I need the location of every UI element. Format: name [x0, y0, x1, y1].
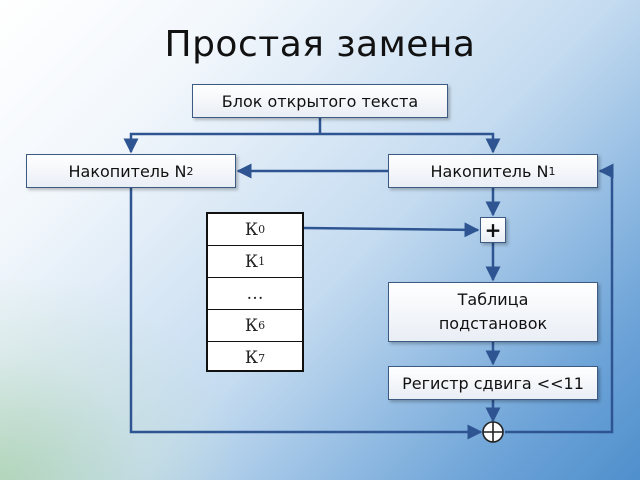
adder-block: + [480, 217, 506, 243]
plaintext-block: Блок открытого текста [192, 84, 448, 118]
shift-register-block: Регистр сдвига <<11 [388, 366, 598, 400]
wire-to-n1 [320, 132, 501, 154]
accumulator-n2-subscript: 2 [186, 164, 194, 178]
adder-symbol: + [484, 218, 502, 242]
key-label: К [244, 315, 259, 336]
wire-n2-to-xor [129, 188, 483, 440]
key-row: … [208, 278, 302, 310]
shift-register-label: Регистр сдвига <<11 [402, 373, 584, 393]
substitution-table-block: Таблица подстановок [388, 282, 598, 342]
key-label: К [244, 251, 259, 272]
key-label: … [246, 283, 264, 304]
xor-icon [482, 421, 504, 443]
key-index: 1 [258, 255, 266, 268]
page-title: Простая замена [164, 24, 476, 65]
key-index: 0 [258, 223, 266, 236]
key-index: 6 [258, 319, 266, 332]
key-index: 7 [258, 351, 266, 365]
key-label: К [244, 219, 259, 240]
accumulator-n2-label: Накопитель N [68, 161, 187, 181]
substitution-table-line2: подстановок [438, 314, 548, 333]
accumulator-n1-label: Накопитель N [430, 161, 549, 181]
wire-xor-to-n1 [505, 163, 614, 434]
plaintext-label: Блок открытого текста [221, 91, 419, 111]
accumulator-n1-subscript: 1 [548, 164, 556, 178]
background-accent [0, 280, 230, 480]
wire-key-to-adder [303, 222, 480, 238]
key-label: К [244, 348, 259, 368]
wire-to-n2 [123, 132, 320, 154]
substitution-table-line1: Таблица [457, 290, 529, 309]
